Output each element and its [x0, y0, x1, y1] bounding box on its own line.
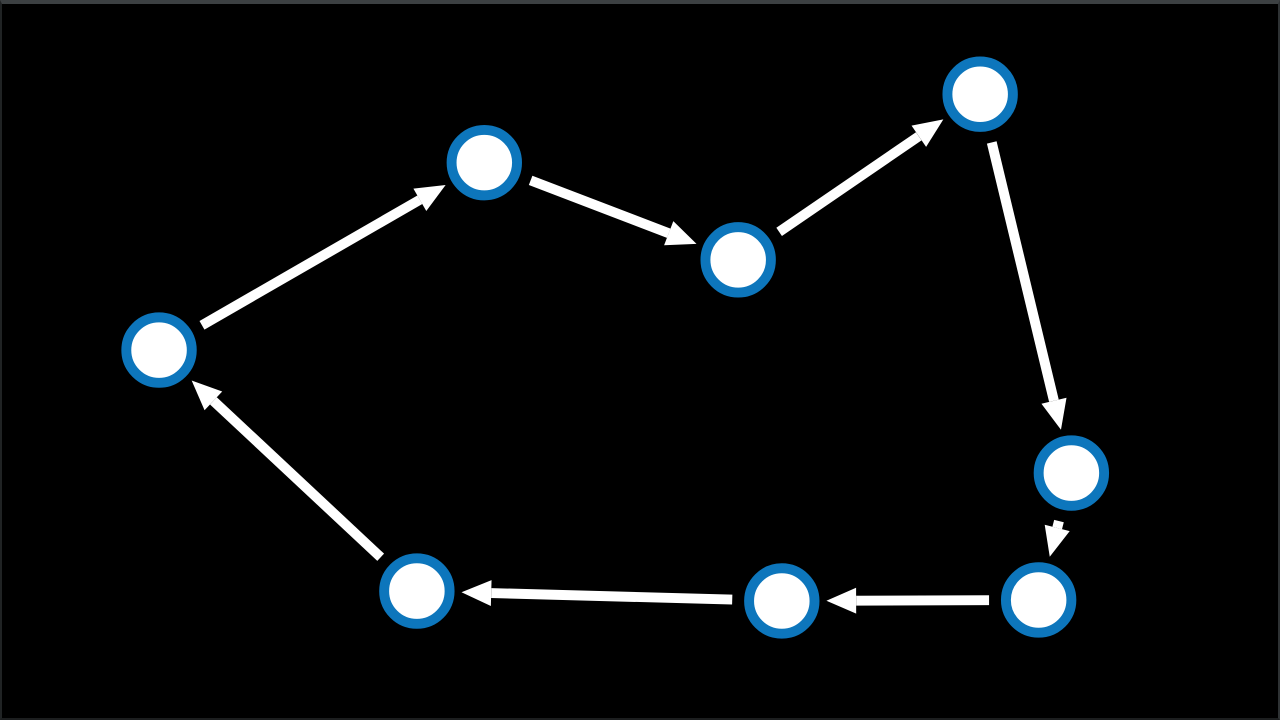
edge-node-middle-to-node-top-right	[776, 119, 944, 236]
arrowhead-icon	[911, 119, 944, 147]
edges-layer	[191, 119, 1070, 614]
arrowhead-icon	[1044, 524, 1070, 557]
node-bottom-middle	[744, 563, 820, 639]
node-left	[121, 312, 197, 388]
node-middle	[700, 222, 776, 298]
edge-line	[199, 195, 423, 330]
node-bottom-right	[1000, 562, 1077, 638]
edge-line	[528, 175, 671, 238]
edge-line	[209, 397, 385, 561]
arrowhead-icon	[1041, 397, 1067, 430]
edge-node-right-to-node-bottom-right	[1044, 519, 1070, 557]
edge-line	[491, 588, 733, 605]
edge-node-top-right-to-node-right	[986, 141, 1067, 430]
nodes-layer	[121, 56, 1110, 639]
edge-line	[776, 132, 922, 236]
edge-node-bottom-right-to-node-bottom-middle	[826, 587, 990, 614]
edge-node-bottom-middle-to-node-bottom-left	[461, 580, 733, 606]
arrowhead-icon	[413, 184, 446, 211]
node-upper-left	[446, 124, 522, 201]
arrowhead-icon	[191, 380, 223, 411]
graph-canvas	[121, 56, 1110, 639]
node-bottom-left	[379, 553, 455, 629]
edge-line	[1052, 519, 1064, 530]
node-right	[1033, 435, 1110, 511]
edge-node-left-to-node-upper-left	[199, 184, 446, 330]
arrowhead-icon	[826, 587, 857, 614]
edge-node-bottom-left-to-node-left	[191, 380, 385, 561]
arrowhead-icon	[461, 580, 492, 606]
node-top-right	[942, 56, 1018, 132]
arrowhead-icon	[664, 221, 697, 246]
edge-line	[986, 141, 1059, 402]
edge-node-upper-left-to-node-middle	[528, 175, 697, 246]
